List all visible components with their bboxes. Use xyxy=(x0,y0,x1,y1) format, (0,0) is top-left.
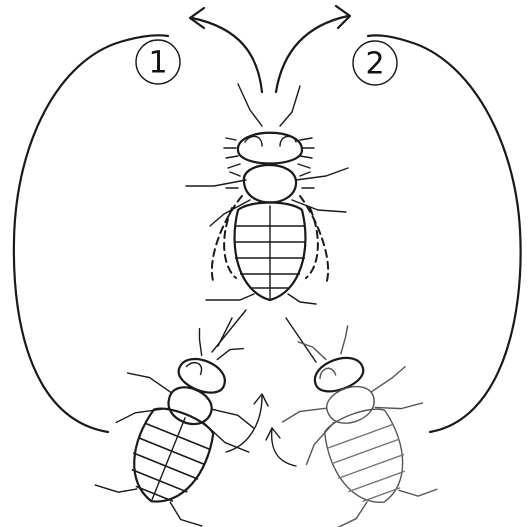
midline xyxy=(152,418,185,500)
fly-head xyxy=(174,353,230,399)
fly-top-center xyxy=(186,84,348,304)
arrow-up-left xyxy=(192,18,262,92)
eyes xyxy=(245,136,296,146)
antenna xyxy=(298,335,326,366)
leg xyxy=(288,294,316,304)
leg xyxy=(95,474,137,500)
leg xyxy=(296,422,344,464)
connector-left-2 xyxy=(218,318,232,346)
leg xyxy=(127,369,174,393)
eye xyxy=(186,360,204,375)
small-arrow-right xyxy=(272,428,296,466)
abdomen-stripes xyxy=(326,424,415,507)
fly-thorax xyxy=(163,382,217,431)
leg xyxy=(375,392,422,419)
leg xyxy=(186,180,246,186)
leg xyxy=(206,294,254,300)
fly-head xyxy=(310,352,367,397)
fly-thorax xyxy=(322,380,379,429)
connector-right xyxy=(286,318,316,362)
path-label-1: 1 xyxy=(136,40,180,84)
leg xyxy=(333,502,372,527)
path-label-2: 2 xyxy=(353,41,397,85)
loop-arc-right xyxy=(368,35,521,432)
loop-arc-left xyxy=(14,35,168,432)
antenna xyxy=(217,341,243,367)
antenna xyxy=(238,84,262,126)
leg xyxy=(166,502,206,527)
fly-thorax xyxy=(244,165,296,203)
fly-bottom-left xyxy=(84,310,285,527)
fly-abdomen xyxy=(319,402,418,514)
antenna xyxy=(191,329,211,356)
antenna xyxy=(333,326,356,354)
leg xyxy=(292,200,346,212)
wing-right-inner xyxy=(306,208,318,278)
leg xyxy=(201,423,253,452)
leg xyxy=(211,406,256,429)
small-arrowhead-right xyxy=(266,428,280,440)
leg xyxy=(399,478,437,502)
leg xyxy=(368,367,410,392)
path-label-1-text: 1 xyxy=(148,46,167,81)
small-arrow-left xyxy=(226,396,262,452)
connector-left xyxy=(212,310,246,352)
antenna xyxy=(280,86,300,126)
path-label-2-text: 2 xyxy=(365,47,384,82)
fly-bottom-right xyxy=(259,309,453,527)
leg xyxy=(281,403,326,424)
